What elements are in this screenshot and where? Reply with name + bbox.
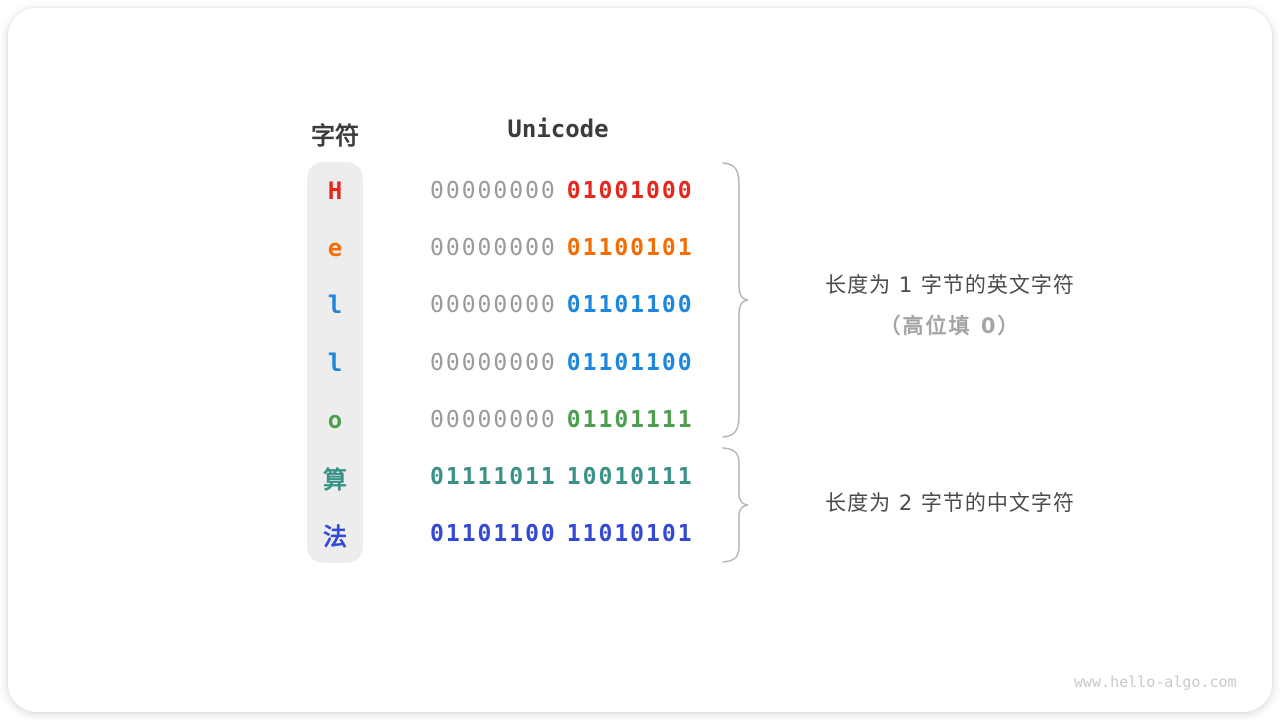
annotation-english-line2: （高位填 0）: [879, 314, 1021, 338]
low-byte: 01100101: [566, 234, 694, 261]
unicode-binary: 00000000 01001000: [430, 178, 694, 204]
low-byte: 01101100: [566, 349, 694, 376]
high-byte: 00000000: [430, 177, 557, 204]
char-cell: H: [327, 176, 343, 205]
annotation-english-line1: 长度为 1 字节的英文字符: [825, 273, 1075, 297]
unicode-table: H 00000000 01001000 e 00000000 01100101 l …: [307, 162, 694, 563]
annotation-chinese: 长度为 2 字节的中文字符: [775, 487, 1125, 517]
table-row: e 00000000 01100101: [307, 219, 694, 276]
high-byte: 00000000: [430, 406, 557, 433]
char-cell: e: [327, 233, 343, 262]
char-cell: l: [327, 348, 343, 377]
diagram-card: [8, 8, 1272, 712]
annotation-english: 长度为 1 字节的英文字符 （高位填 0）: [775, 269, 1125, 340]
low-byte: 10010111: [566, 464, 694, 491]
unicode-binary: 00000000 01101111: [430, 407, 694, 433]
low-byte: 01001000: [566, 177, 694, 204]
high-byte: 01111011: [430, 464, 557, 491]
table-row: H 00000000 01001000: [307, 162, 694, 219]
unicode-binary: 00000000 01100101: [430, 235, 694, 261]
table-row: 法 01101100 11010101: [307, 506, 694, 563]
char-cell: l: [327, 291, 343, 320]
low-byte: 11010101: [566, 521, 694, 548]
char-column-background: [307, 162, 363, 563]
table-row: l 00000000 01101100: [307, 334, 694, 391]
table-row: 算 01111011 10010111: [307, 448, 694, 505]
unicode-binary: 00000000 01101100: [430, 350, 694, 376]
high-byte: 00000000: [430, 292, 557, 319]
char-cell: 法: [323, 522, 347, 551]
high-byte: 00000000: [430, 349, 557, 376]
low-byte: 01101100: [566, 292, 694, 319]
high-byte: 01101100: [430, 521, 557, 548]
table-row: o 00000000 01101111: [307, 391, 694, 448]
column-header-unicode: Unicode: [507, 115, 609, 143]
watermark: www.hello-algo.com: [1074, 673, 1237, 691]
low-byte: 01101111: [566, 406, 694, 433]
unicode-binary: 01101100 11010101: [430, 521, 694, 547]
unicode-binary: 01111011 10010111: [430, 464, 694, 490]
table-row: l 00000000 01101100: [307, 277, 694, 334]
char-cell: 算: [323, 465, 347, 494]
char-cell: o: [327, 405, 343, 434]
unicode-binary: 00000000 01101100: [430, 292, 694, 318]
column-header-char: 字符: [311, 122, 359, 150]
high-byte: 00000000: [430, 234, 557, 261]
annotation-chinese-line1: 长度为 2 字节的中文字符: [825, 491, 1075, 515]
